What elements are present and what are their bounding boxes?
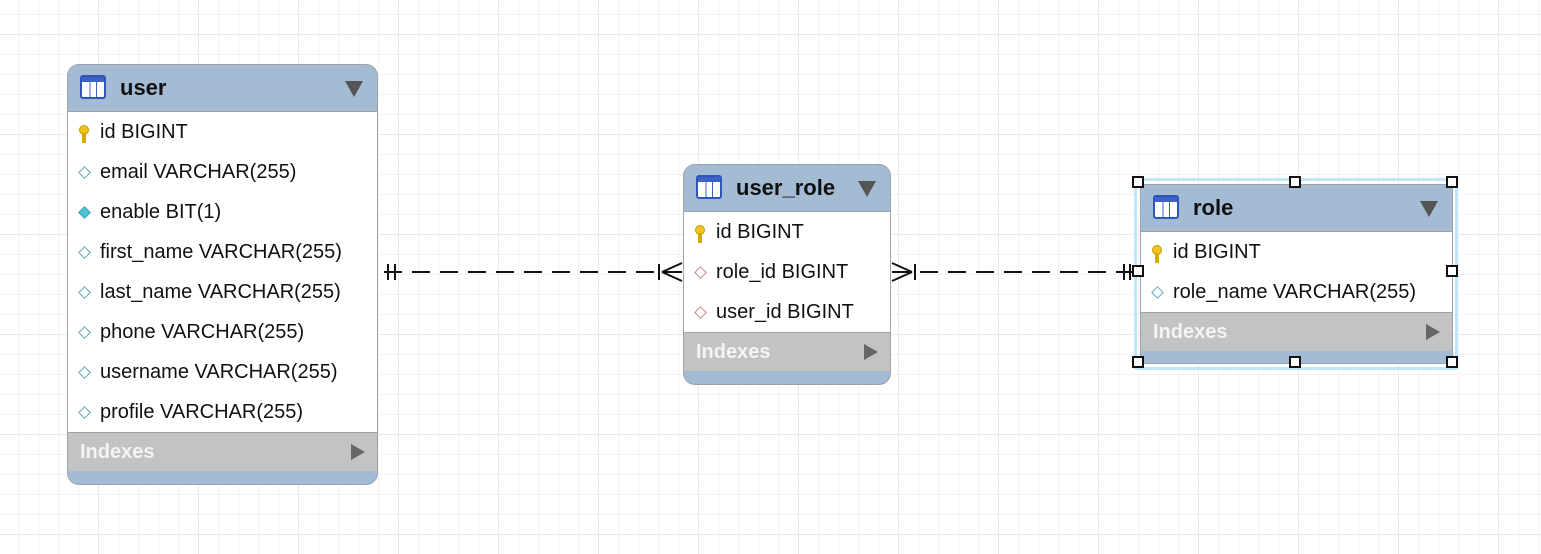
column-row[interactable]: user_id BIGINT [684,292,890,332]
primary-key-icon [1141,245,1173,263]
resize-handle-bottom-right[interactable] [1446,356,1458,368]
column-row[interactable]: first_name VARCHAR(255) [68,232,377,272]
column-label: role_id BIGINT [716,260,849,283]
indexes-section[interactable]: Indexes [684,333,890,371]
resize-handle-right[interactable] [1446,265,1458,277]
indexes-section[interactable]: Indexes [68,433,377,471]
table-icon [1153,195,1179,219]
not-null-column-icon [68,205,100,219]
column-label: email VARCHAR(255) [100,160,297,183]
column-row[interactable]: profile VARCHAR(255) [68,392,377,432]
column-label: first_name VARCHAR(255) [100,240,342,263]
expand-arrow-icon[interactable] [864,344,878,360]
column-row[interactable]: id BIGINT [1141,232,1452,272]
column-row[interactable]: username VARCHAR(255) [68,352,377,392]
column-label: user_id BIGINT [716,300,854,323]
column-icon [68,165,100,179]
foreign-key-icon [684,305,716,319]
column-label: profile VARCHAR(255) [100,400,304,423]
column-row[interactable]: enable BIT(1) [68,192,377,232]
column-row[interactable]: role_name VARCHAR(255) [1141,272,1452,312]
column-list: id BIGINT email VARCHAR(255) enable BIT(… [68,111,377,433]
column-list: id BIGINT role_id BIGINT user_id BIGINT [684,211,890,333]
relationship-role-user-role[interactable] [891,262,1137,282]
resize-handle-bottom[interactable] [1289,356,1301,368]
table-title: role [1193,195,1234,220]
column-icon [68,365,100,379]
column-icon [68,245,100,259]
column-row[interactable]: id BIGINT [684,212,890,252]
indexes-label: Indexes [1153,320,1228,343]
column-icon [68,285,100,299]
collapse-triangle-icon[interactable] [858,181,876,197]
expand-arrow-icon[interactable] [351,444,365,460]
resize-handle-top-right[interactable] [1446,176,1458,188]
table-role[interactable]: role id BIGINT role_name VARCHAR(255) In… [1140,184,1453,364]
table-user-role[interactable]: user_role id BIGINT role_id BIGINT user_… [683,164,891,385]
relationship-user-user-role[interactable] [384,262,683,282]
indexes-label: Indexes [80,440,155,463]
column-row[interactable]: email VARCHAR(255) [68,152,377,192]
foreign-key-icon [684,265,716,279]
column-row[interactable]: last_name VARCHAR(255) [68,272,377,312]
primary-key-icon [684,225,716,243]
collapse-triangle-icon[interactable] [345,81,363,97]
column-label: id BIGINT [100,120,188,143]
column-label: enable BIT(1) [100,200,222,223]
table-title: user [120,75,167,100]
resize-handle-bottom-left[interactable] [1132,356,1144,368]
column-icon [1141,285,1173,299]
table-user[interactable]: user id BIGINT email VARCHAR(255) enable… [67,64,378,485]
column-row[interactable]: phone VARCHAR(255) [68,312,377,352]
indexes-label: Indexes [696,340,771,363]
column-label: username VARCHAR(255) [100,360,338,383]
column-icon [68,405,100,419]
table-icon [696,175,722,199]
table-header[interactable]: user_role [684,165,890,211]
column-list: id BIGINT role_name VARCHAR(255) [1141,231,1452,313]
indexes-section[interactable]: Indexes [1141,313,1452,351]
table-header[interactable]: role [1141,185,1452,231]
table-icon [80,75,106,99]
column-label: phone VARCHAR(255) [100,320,305,343]
column-icon [68,325,100,339]
primary-key-icon [68,125,100,143]
resize-handle-top[interactable] [1289,176,1301,188]
column-label: last_name VARCHAR(255) [100,280,341,303]
table-header[interactable]: user [68,65,377,111]
expand-arrow-icon[interactable] [1426,324,1440,340]
resize-handle-top-left[interactable] [1132,176,1144,188]
collapse-triangle-icon[interactable] [1420,201,1438,217]
column-row[interactable]: role_id BIGINT [684,252,890,292]
column-label: id BIGINT [716,220,804,243]
column-label: id BIGINT [1173,240,1261,263]
table-title: user_role [736,175,836,200]
column-label: role_name VARCHAR(255) [1173,280,1417,303]
column-row[interactable]: id BIGINT [68,112,377,152]
resize-handle-left[interactable] [1132,265,1144,277]
